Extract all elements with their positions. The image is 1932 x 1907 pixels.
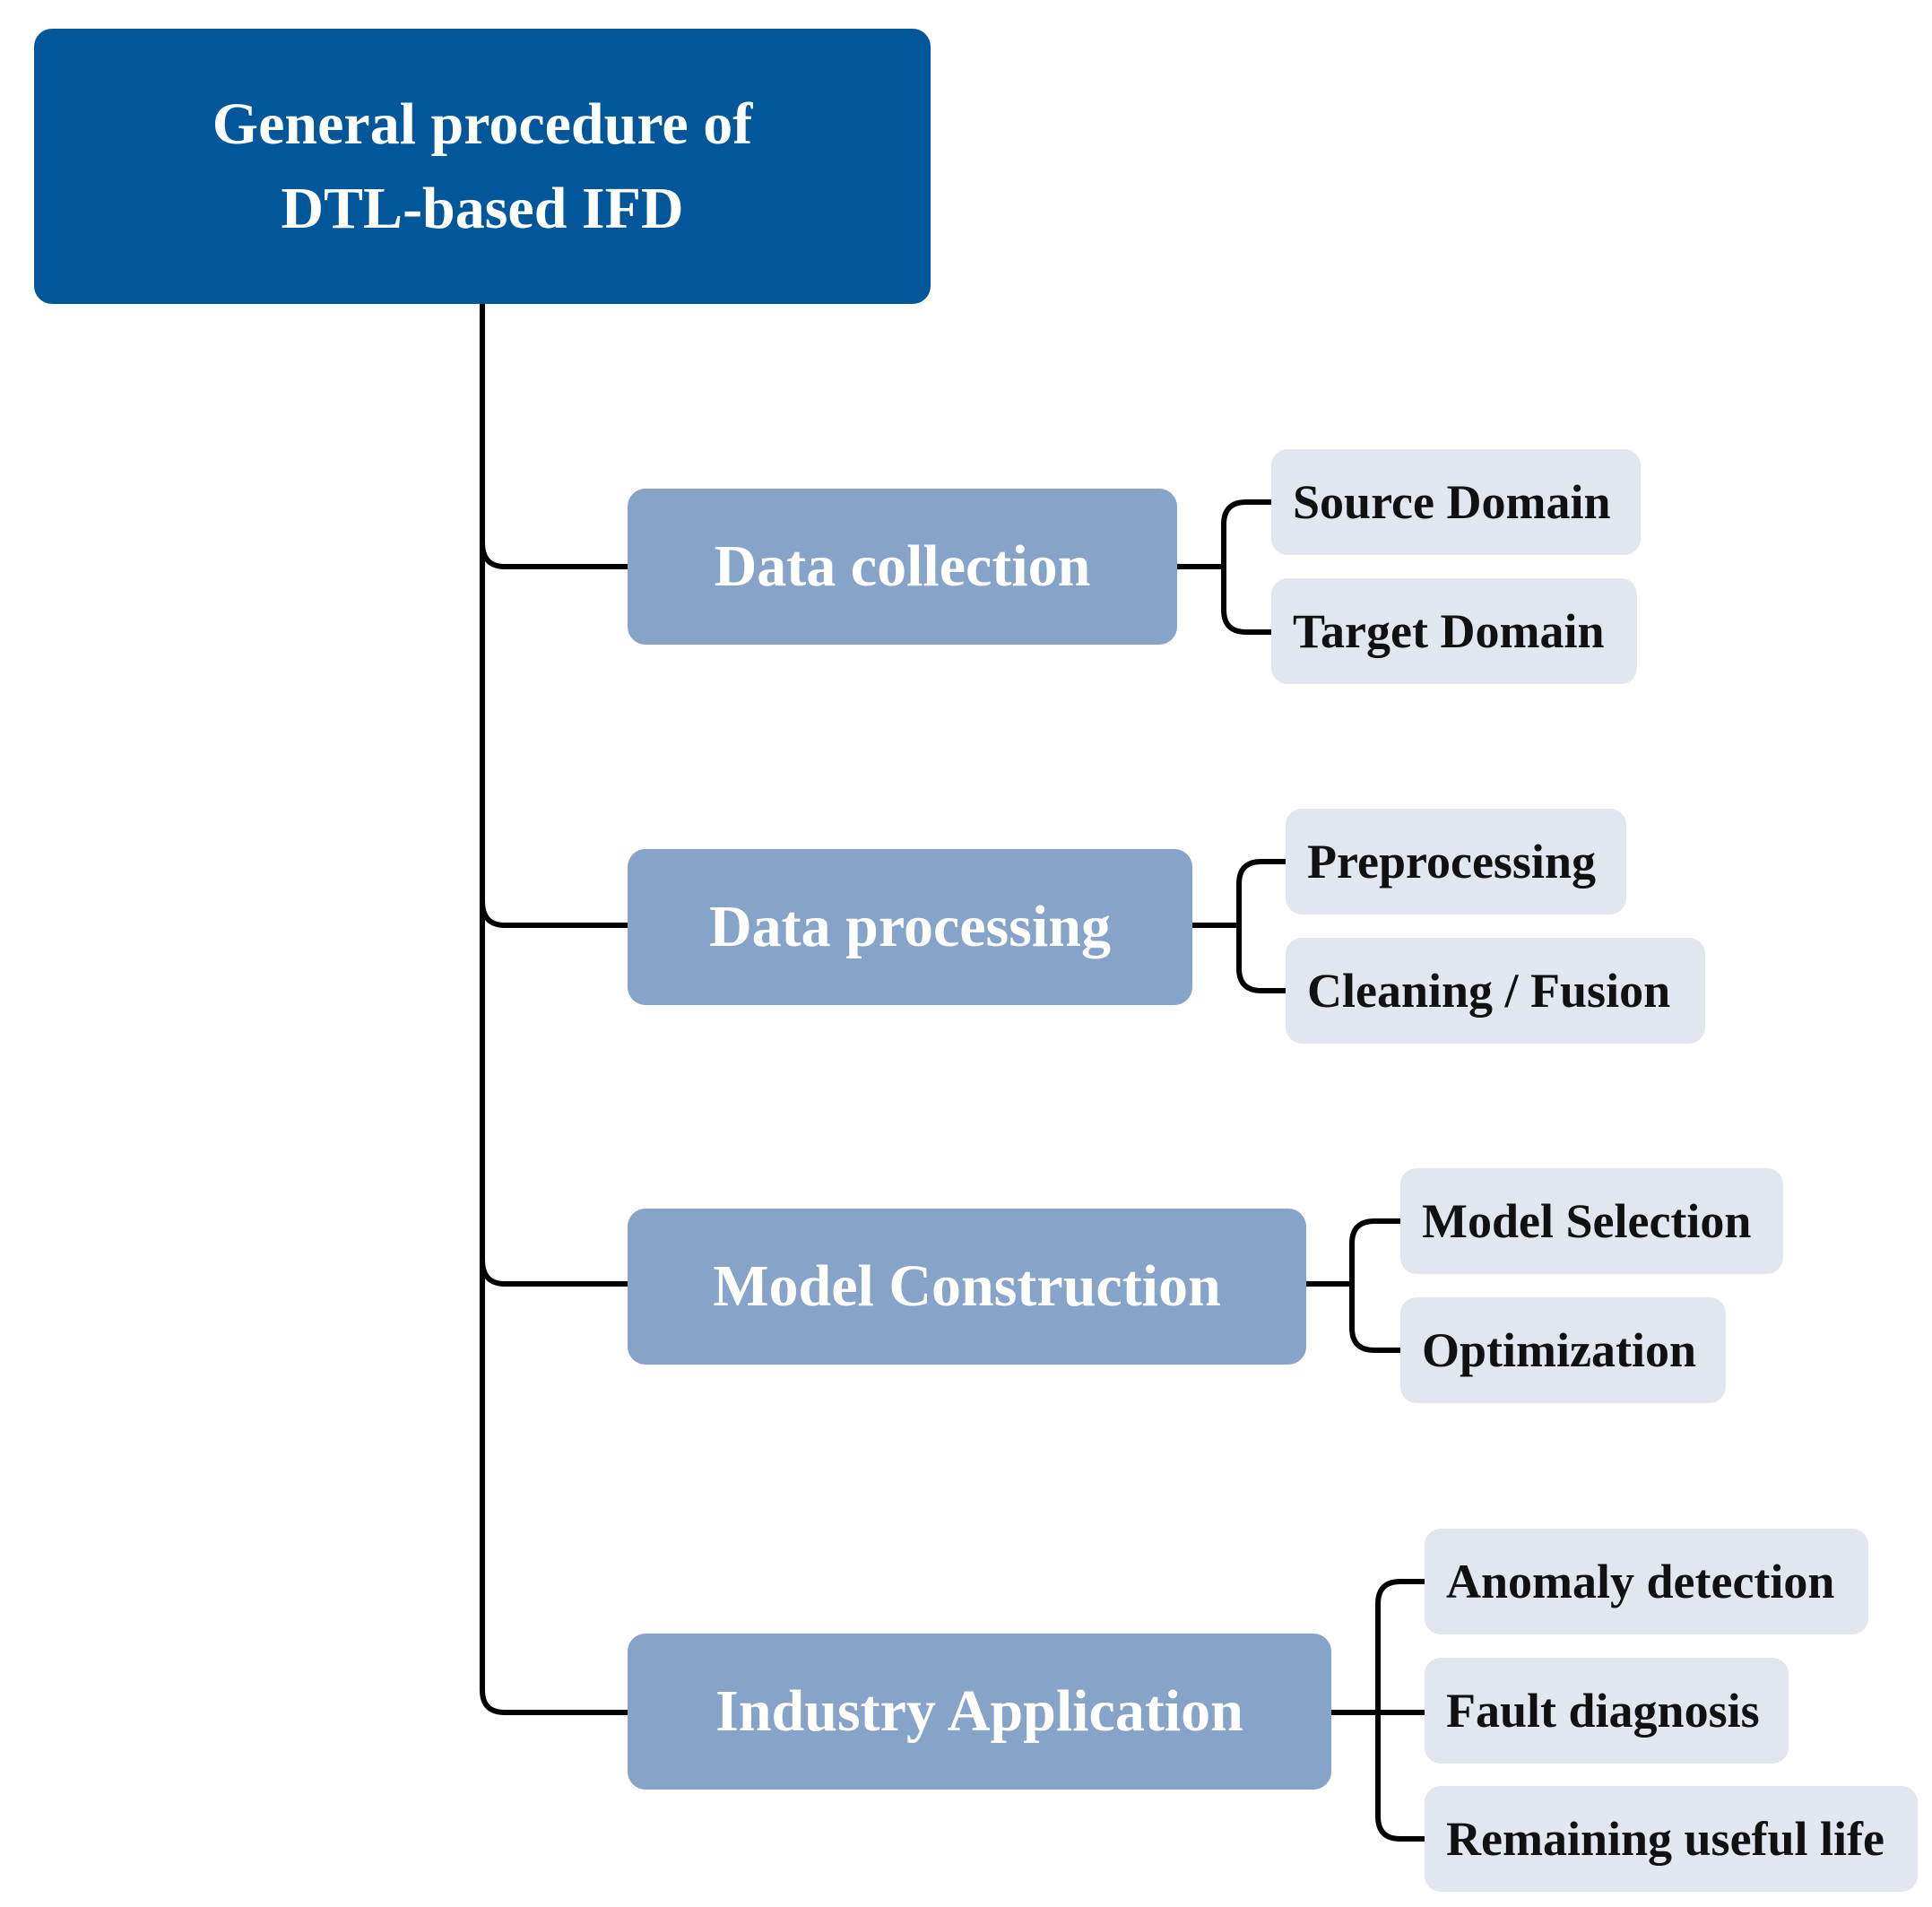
- leaf-label: Model Selection: [1422, 1194, 1752, 1248]
- leaf-target-domain: Target Domain: [1271, 578, 1637, 684]
- stage-label: Industry Application: [715, 1678, 1243, 1744]
- leaf-anomaly-detection: Anomaly detection: [1425, 1529, 1868, 1634]
- leaf-label: Cleaning / Fusion: [1307, 964, 1671, 1018]
- leaf-cleaning-fusion: Cleaning / Fusion: [1286, 938, 1705, 1044]
- stage-data-collection: Data collection: [628, 489, 1177, 645]
- root-node: General procedure of DTL-based IFD: [34, 29, 931, 304]
- bracket-data-processing: [1190, 859, 1288, 993]
- leaf-label: Anomaly detection: [1446, 1555, 1835, 1608]
- root-title-line2: DTL-based IFD: [281, 175, 684, 241]
- root-title-line1: General procedure of: [212, 91, 753, 157]
- stage-model-construction: Model Construction: [628, 1209, 1306, 1365]
- leaf-label: Target Domain: [1293, 604, 1605, 658]
- branch-data-collection: [480, 540, 630, 569]
- stage-label: Data processing: [709, 894, 1111, 959]
- branch-data-processing: [480, 898, 630, 928]
- leaf-fault-diagnosis: Fault diagnosis: [1425, 1658, 1789, 1764]
- leaf-label: Source Domain: [1293, 475, 1611, 529]
- stage-label: Data collection: [714, 533, 1091, 599]
- bracket-industry-application: [1329, 1579, 1428, 1842]
- bracket-model-construction: [1304, 1218, 1403, 1353]
- leaf-label: Fault diagnosis: [1446, 1684, 1760, 1738]
- stage-label: Model Construction: [713, 1253, 1221, 1319]
- root-title: General procedure of DTL-based IFD: [212, 82, 752, 251]
- leaf-preprocessing: Preprocessing: [1286, 809, 1626, 914]
- leaf-label: Remaining useful life: [1446, 1812, 1885, 1866]
- leaf-model-selection: Model Selection: [1400, 1168, 1783, 1274]
- stage-industry-application: Industry Application: [628, 1634, 1331, 1790]
- leaf-remaining-useful-life: Remaining useful life: [1425, 1786, 1918, 1892]
- bracket-data-collection: [1174, 499, 1274, 635]
- leaf-source-domain: Source Domain: [1271, 449, 1641, 555]
- branch-model-construction: [480, 1257, 630, 1287]
- stage-data-processing: Data processing: [628, 849, 1192, 1005]
- leaf-label: Optimization: [1422, 1323, 1696, 1377]
- leaf-optimization: Optimization: [1400, 1297, 1726, 1403]
- trunk-line: [480, 301, 630, 1715]
- leaf-label: Preprocessing: [1307, 835, 1596, 888]
